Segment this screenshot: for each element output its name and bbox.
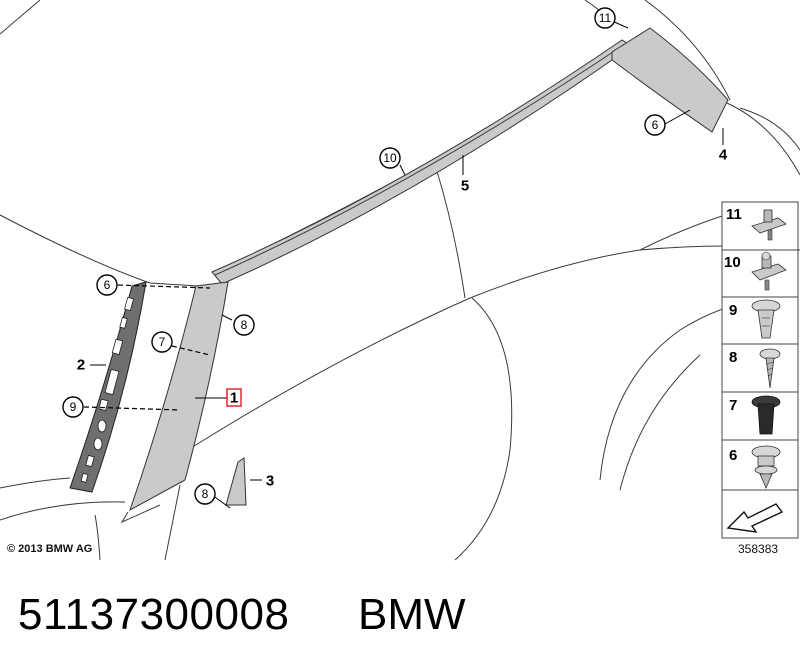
callout-8-bottom: 8 — [194, 483, 216, 505]
part-label-1: 1 — [226, 388, 242, 407]
callout-11: 11 — [594, 7, 616, 29]
clip-10-icon — [751, 251, 787, 291]
callout-6-top-label: 6 — [652, 118, 659, 132]
legend-num-9: 9 — [729, 302, 737, 319]
mirror-triangle — [225, 457, 247, 506]
callout-7: 7 — [151, 331, 173, 353]
part-label-3: 3 — [266, 473, 274, 490]
legend-row-10: 10 — [724, 251, 787, 291]
screw-icon — [759, 348, 781, 389]
leader-lines — [83, 20, 724, 509]
roof-trim-strip — [211, 39, 633, 285]
highlight-box — [226, 388, 242, 407]
callout-10-label: 10 — [383, 151, 397, 165]
rear-pillar-trim — [611, 27, 729, 133]
legend-num-10: 10 — [724, 254, 741, 271]
bracket-column — [69, 281, 147, 493]
part-label-2: 2 — [77, 357, 85, 374]
legend-num-11: 11 — [726, 206, 742, 223]
legend-row-11: 11 — [726, 206, 787, 241]
callout-11-label: 11 — [599, 11, 612, 25]
legend-row-7: 7 — [729, 395, 781, 435]
legend-row-6: 6 — [729, 445, 781, 490]
part-label-1-text: 1 — [230, 390, 238, 407]
callout-9: 9 — [62, 396, 84, 418]
legend-num-6: 6 — [729, 447, 737, 464]
callout-8-pillar: 8 — [233, 314, 255, 336]
part-label-5: 5 — [461, 178, 469, 195]
callout-8-bottom-label: 8 — [202, 487, 209, 501]
fir-tree-clip-icon — [751, 445, 781, 490]
parts-legend: 11 10 9 — [721, 201, 799, 539]
diagram-code: 358383 — [738, 542, 779, 556]
clip-11-icon — [751, 209, 787, 241]
part-label-4: 4 — [719, 147, 728, 164]
b-pillar-trim — [120, 281, 229, 524]
expanding-rivet-icon — [751, 299, 781, 339]
callout-8-pillar-label: 8 — [241, 318, 248, 332]
callout-7-label: 7 — [159, 335, 166, 349]
direction-arrow-icon — [726, 503, 784, 533]
callout-9-label: 9 — [70, 400, 77, 414]
grommet-nut-icon — [751, 395, 781, 435]
callout-10: 10 — [379, 147, 401, 169]
legend-num-7: 7 — [729, 397, 737, 414]
copyright-notice: © 2013 BMW AG — [7, 543, 93, 555]
callout-6-left-label: 6 — [104, 278, 111, 292]
legend-num-8: 8 — [729, 349, 737, 366]
brand-name: BMW — [358, 590, 466, 639]
callout-6-top: 6 — [644, 114, 666, 136]
legend-row-9: 9 — [729, 299, 781, 339]
part-number: 51137300008 — [18, 590, 290, 639]
callout-6-left: 6 — [96, 274, 118, 296]
legend-row-8: 8 — [729, 348, 781, 389]
